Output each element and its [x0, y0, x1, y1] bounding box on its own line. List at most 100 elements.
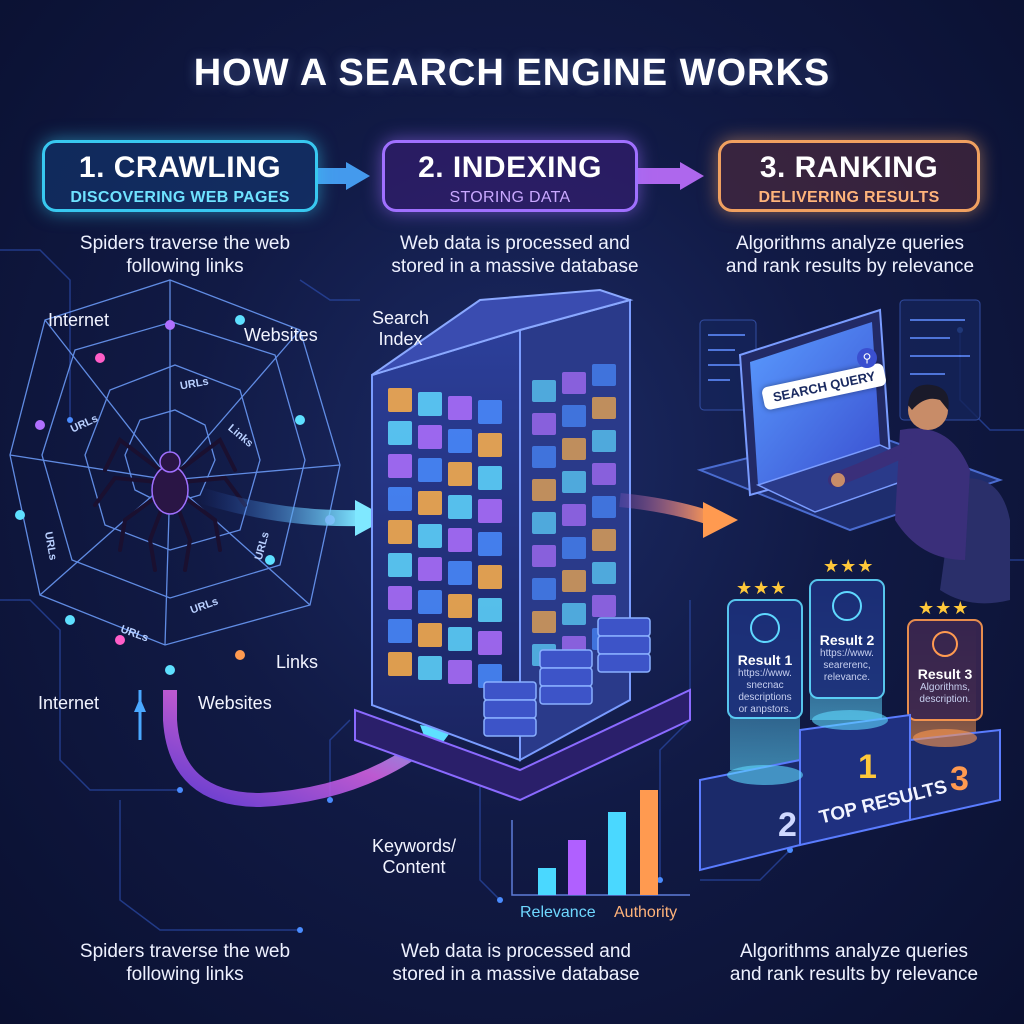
- podium-number-1: 1: [858, 748, 877, 786]
- label-line: Content: [382, 857, 446, 877]
- result-card-2: Result 2 https://www. searerenc, relevan…: [810, 632, 884, 684]
- flow-arrow: [163, 690, 435, 808]
- rack-drive: [478, 499, 502, 523]
- rack-drive: [532, 611, 556, 633]
- podium-number-3: 3: [950, 760, 969, 798]
- rack-drive: [388, 454, 412, 478]
- rack-drive: [418, 590, 442, 614]
- rack-drive: [448, 396, 472, 420]
- rack-drive: [388, 652, 412, 676]
- rack-drive: [562, 570, 586, 592]
- result-line: searerenc,: [823, 660, 871, 671]
- description-line: Web data is processed and: [400, 233, 630, 254]
- result-line: descriptions: [738, 692, 792, 703]
- label-internet-bottom: Internet: [38, 693, 100, 713]
- rack-drive: [448, 528, 472, 552]
- rack-drive: [532, 545, 556, 567]
- rack-drive: [448, 561, 472, 585]
- footer-line: Web data is processed and: [401, 941, 631, 962]
- step-subheading: STORING DATA: [449, 189, 571, 206]
- step-heading: 2. INDEXING: [418, 151, 602, 184]
- rack-drive: [478, 400, 502, 424]
- rack-drive: [478, 466, 502, 490]
- chart-label-relevance: Relevance: [520, 904, 596, 921]
- rack-drive: [418, 557, 442, 581]
- description-line: and rank results by relevance: [725, 256, 975, 277]
- rack-drive: [448, 627, 472, 651]
- rack-drive: [592, 430, 616, 452]
- rack-drive: [388, 388, 412, 412]
- footer-line: and rank results by relevance: [729, 964, 979, 985]
- label-websites-bottom: Websites: [198, 693, 272, 713]
- rack-drive: [388, 487, 412, 511]
- podium-number-2: 2: [778, 806, 797, 844]
- result-card-3: Result 3 Algorithms, description.: [908, 666, 982, 706]
- rack-drive: [448, 429, 472, 453]
- rack-drive: [592, 397, 616, 419]
- result-title: Result 1: [737, 652, 793, 668]
- result-line: https://www.: [738, 668, 792, 679]
- rack-drive: [562, 438, 586, 460]
- step-heading: 3. RANKING: [759, 151, 939, 184]
- rack-drive: [418, 491, 442, 515]
- chart-label-authority: Authority: [614, 904, 678, 921]
- step-ranking: 3. RANKING DELIVERING RESULTS: [718, 140, 980, 212]
- label-websites-top: Websites: [244, 325, 318, 345]
- result-line: description.: [919, 694, 971, 705]
- label-line: Search: [372, 308, 430, 328]
- rack-drive: [532, 446, 556, 468]
- description-line: stored in a massive database: [391, 256, 639, 277]
- step-arrow-1: [318, 162, 370, 190]
- step-description: Web data is processed and stored in a ma…: [370, 232, 660, 278]
- step-crawling: 1. CRAWLING DISCOVERING WEB PAGES: [42, 140, 318, 212]
- rack-drive: [562, 537, 586, 559]
- spider-icon: [93, 436, 247, 572]
- rack-drive: [478, 631, 502, 655]
- rack-drive: [388, 619, 412, 643]
- step-heading: 1. CRAWLING: [78, 151, 282, 184]
- rack-drive: [388, 421, 412, 445]
- result-title: Result 3: [917, 666, 973, 682]
- rack-drive: [592, 529, 616, 551]
- rack-drive: [388, 586, 412, 610]
- rack-drive: [562, 603, 586, 625]
- rack-drive: [478, 433, 502, 457]
- rack-drive: [418, 392, 442, 416]
- rack-drive: [532, 578, 556, 600]
- podium: [699, 710, 1001, 872]
- label-line: Index: [378, 329, 423, 349]
- rack-drive: [532, 380, 556, 402]
- page-title: HOW A SEARCH ENGINE WORKS: [193, 52, 831, 94]
- footer-line: Algorithms analyze queries: [739, 941, 969, 962]
- label-search-index: Search Index: [372, 308, 429, 350]
- step-description: Algorithms analyze queries and rank resu…: [700, 232, 1000, 278]
- result-cards: [727, 579, 983, 721]
- result-card-1: Result 1 https://www. snecnac descriptio…: [728, 652, 802, 716]
- footer-line: Spiders traverse the web: [79, 941, 291, 962]
- rack-drive: [388, 520, 412, 544]
- step-arrow-2: [638, 162, 704, 190]
- server-rack: [354, 288, 691, 802]
- rack-drive: [562, 504, 586, 526]
- footer-description: Spiders traverse the web following links: [40, 940, 330, 986]
- stars-result-1: ★★★: [823, 556, 875, 576]
- label-links: Links: [276, 652, 319, 672]
- footer-description: Algorithms analyze queries and rank resu…: [706, 940, 1002, 986]
- rack-drive: [448, 594, 472, 618]
- rack-drive: [592, 463, 616, 485]
- step-description: Spiders traverse the web following links: [40, 232, 330, 278]
- rack-drive: [592, 496, 616, 518]
- circuit-lines: [0, 249, 1024, 931]
- rack-drive: [592, 595, 616, 617]
- footer-description: Web data is processed and stored in a ma…: [368, 940, 664, 986]
- result-line: snecnac: [746, 680, 784, 691]
- result-title: Result 2: [819, 632, 875, 648]
- step-subheading: DELIVERING RESULTS: [758, 189, 940, 206]
- rack-drive: [418, 656, 442, 680]
- footer-line: stored in a massive database: [392, 964, 640, 985]
- stars-result-3: ★★★: [918, 598, 970, 618]
- stars-result-2: ★★★: [736, 578, 788, 598]
- rack-drive: [418, 458, 442, 482]
- rack-drive: [562, 405, 586, 427]
